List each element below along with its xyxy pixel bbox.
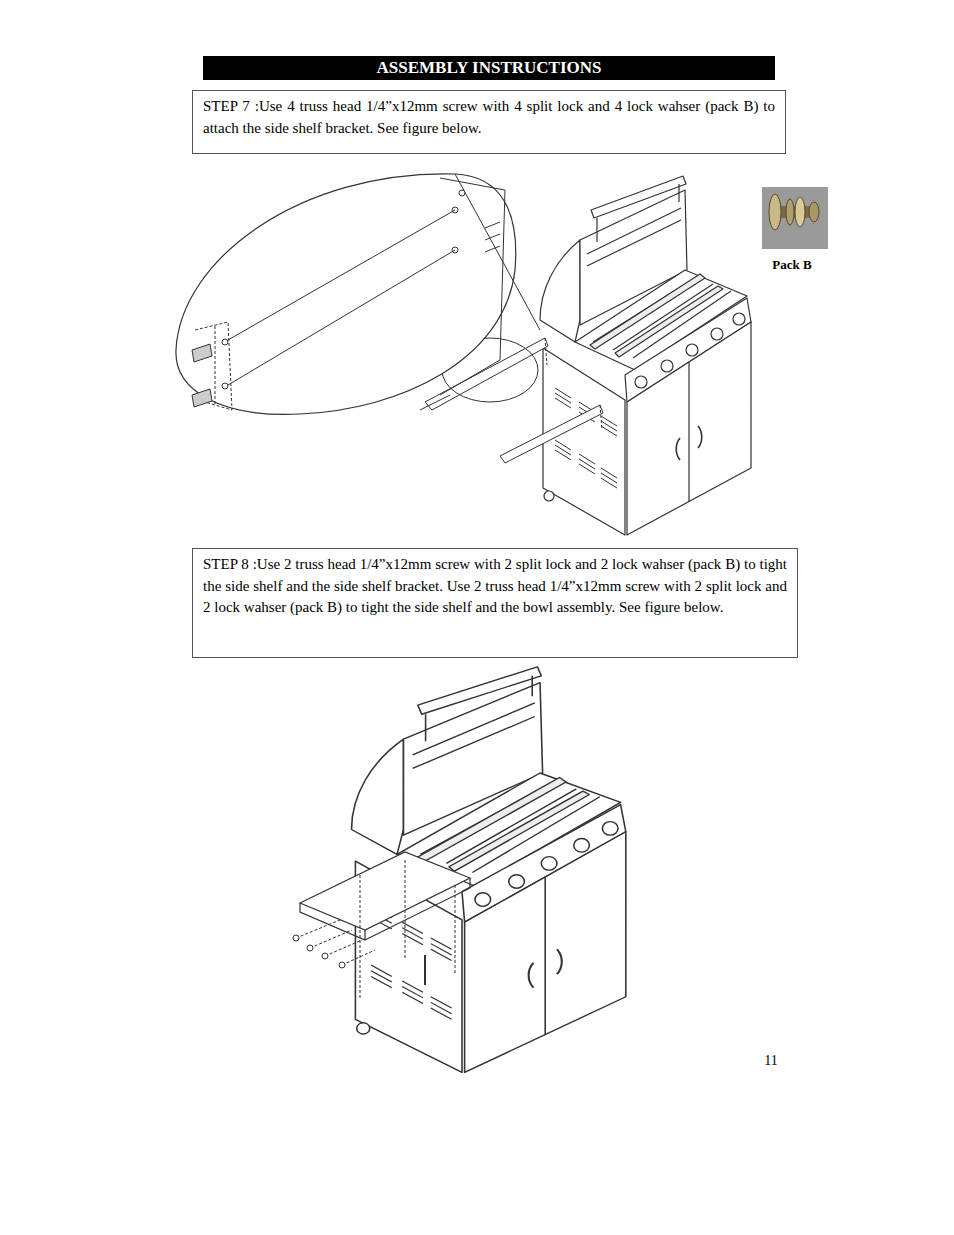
step-instruction: STEP 8 :Use 2 truss head 1/4”x12mm screw… bbox=[203, 554, 787, 619]
instruction-box: STEP 7 :Use 4 truss head 1/4”x12mm screw… bbox=[192, 90, 786, 154]
step-instruction: STEP 7 :Use 4 truss head 1/4”x12mm screw… bbox=[203, 96, 775, 139]
page-number: 11 bbox=[764, 1053, 777, 1069]
instruction-box: STEP 8 :Use 2 truss head 1/4”x12mm screw… bbox=[192, 548, 798, 658]
title-bar: ASSEMBLY INSTRUCTIONS bbox=[203, 56, 775, 80]
page-title: ASSEMBLY INSTRUCTIONS bbox=[376, 58, 601, 77]
bolt-icon bbox=[769, 194, 819, 230]
grill-figure-step7 bbox=[176, 174, 751, 535]
pack-photo bbox=[762, 187, 828, 249]
grill-figure-step8 bbox=[293, 667, 626, 1073]
pack-label: Pack B bbox=[772, 257, 811, 273]
